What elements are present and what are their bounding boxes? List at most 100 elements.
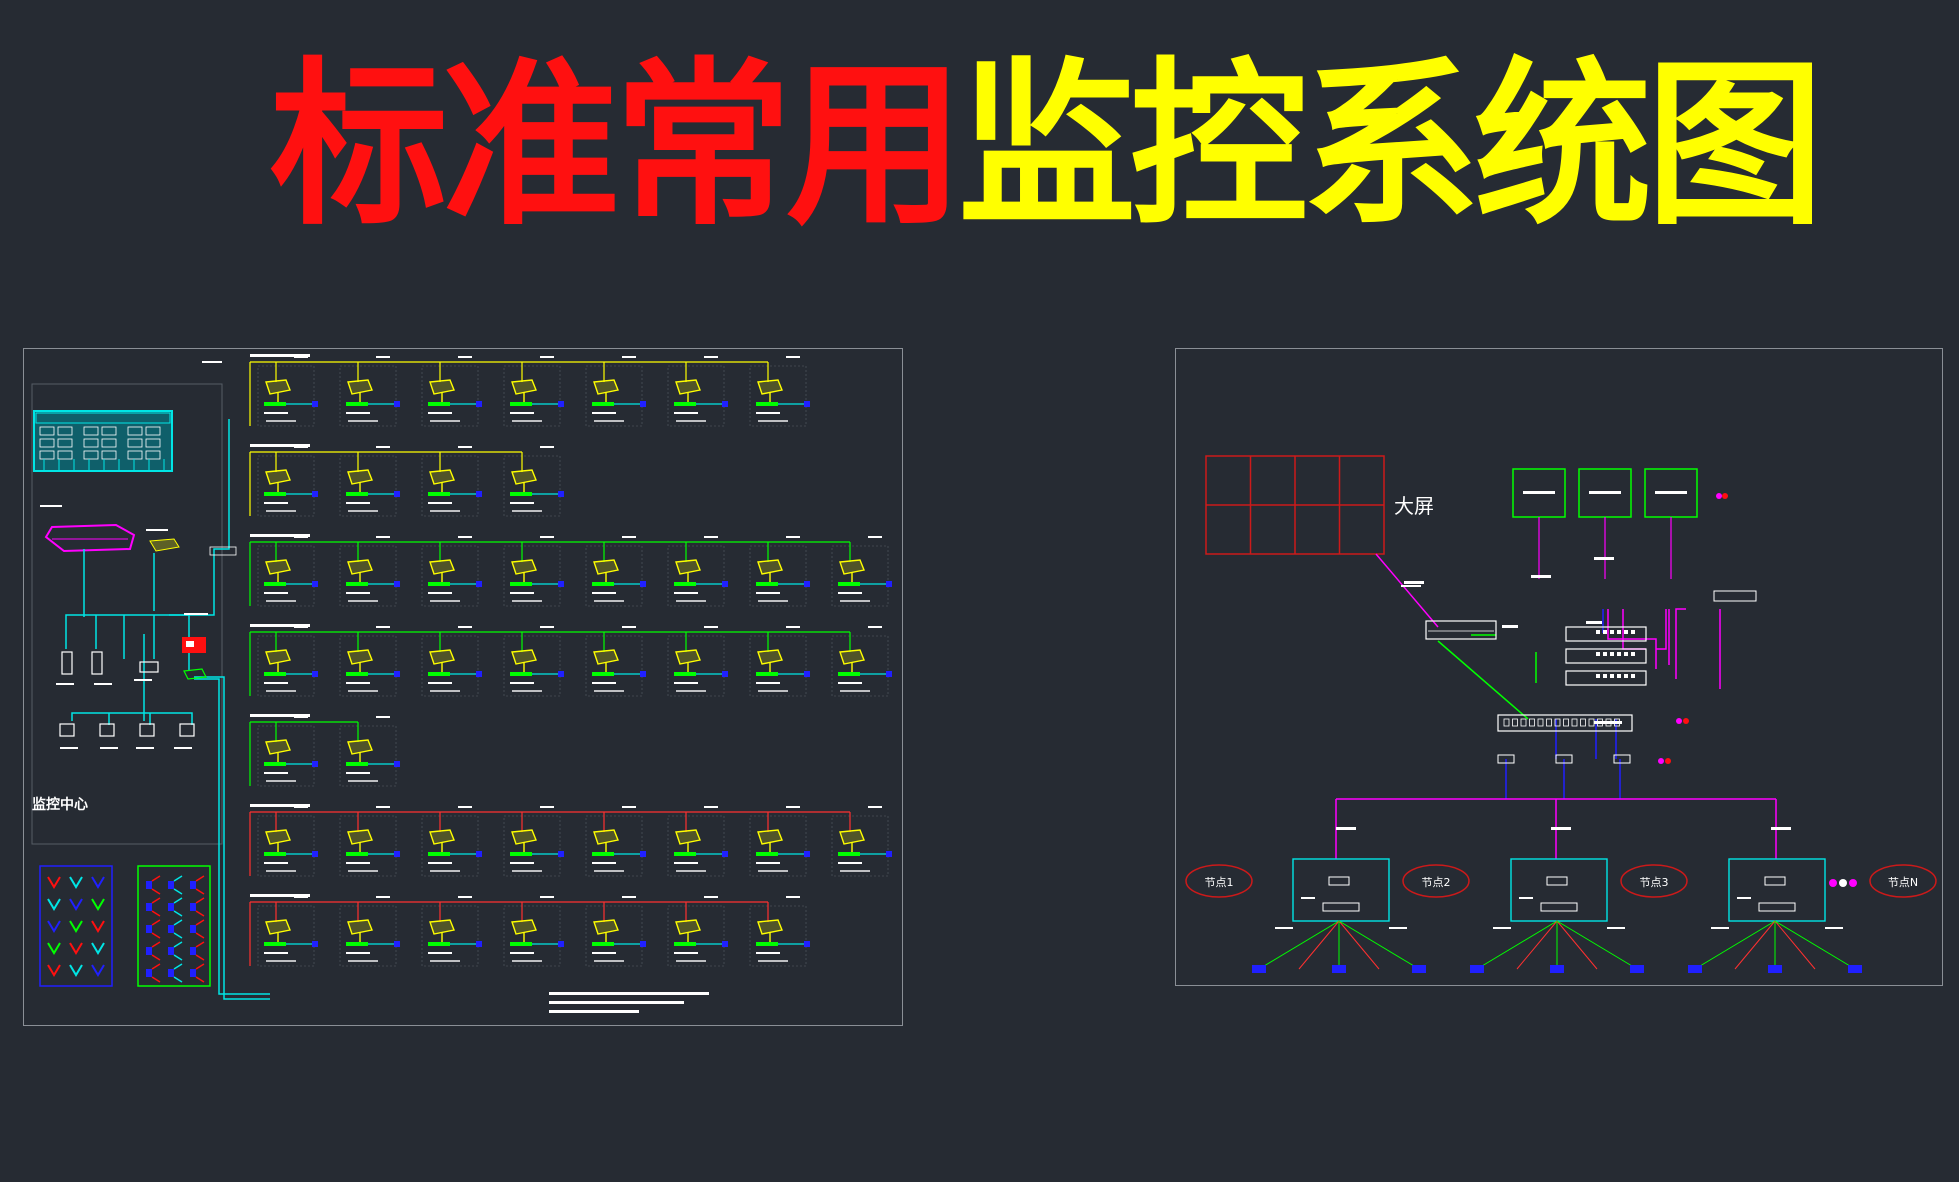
floor-label-bar xyxy=(250,804,310,807)
legend-arrow xyxy=(69,942,83,955)
camera-zone xyxy=(503,365,561,427)
device-port xyxy=(1596,630,1600,634)
camera-id-bar xyxy=(266,600,296,602)
wall-screen xyxy=(145,438,161,448)
legend-arrow xyxy=(173,897,183,917)
camera-id-bar xyxy=(676,420,706,422)
camera-unit xyxy=(339,446,400,517)
camera-icon xyxy=(429,559,455,575)
camera-id-bar xyxy=(594,960,624,962)
node-cabinet xyxy=(1728,858,1826,922)
wall-screen xyxy=(57,450,73,460)
camera-icon xyxy=(347,649,373,665)
camera-connector xyxy=(640,581,646,587)
camera-id-bar xyxy=(676,690,706,692)
camera-connector xyxy=(394,491,400,497)
node-tag xyxy=(1519,897,1533,899)
camera-icon xyxy=(757,649,783,665)
camera-name-bar xyxy=(346,592,370,594)
device-port xyxy=(1596,674,1600,678)
camera-zone xyxy=(585,815,643,877)
camera-name-bar xyxy=(264,862,288,864)
camera-connector xyxy=(558,491,564,497)
camera-tag xyxy=(704,896,718,898)
camera-zone xyxy=(667,545,725,607)
node-camera xyxy=(1848,965,1862,973)
camera-base xyxy=(592,942,614,946)
camera-zone xyxy=(503,815,561,877)
camera-name-bar xyxy=(346,502,370,504)
camera-zone xyxy=(831,635,889,697)
legend-arrow xyxy=(195,897,205,917)
legend-box-1 xyxy=(39,865,113,987)
node-camera-line xyxy=(1298,920,1340,970)
camera-id-bar xyxy=(430,960,460,962)
wall-screen xyxy=(57,438,73,448)
camera-name-bar xyxy=(346,682,370,684)
camera-zone xyxy=(257,545,315,607)
node-cable-tag xyxy=(1607,927,1625,929)
camera-tag xyxy=(458,446,472,448)
decoder-stack xyxy=(1565,626,1647,686)
camera-name-bar xyxy=(428,862,452,864)
camera-name-bar xyxy=(756,682,780,684)
legend-camera xyxy=(168,881,174,889)
camera-zone xyxy=(257,365,315,427)
camera-name-bar xyxy=(756,412,780,414)
camera-unit xyxy=(585,536,646,607)
wall-screen xyxy=(83,438,99,448)
legend-arrow xyxy=(195,963,205,983)
camera-base xyxy=(592,852,614,856)
left-system-diagram: 监控中心 xyxy=(23,348,903,1026)
camera-id-bar xyxy=(594,690,624,692)
legend-arrow xyxy=(195,919,205,939)
camera-base xyxy=(264,582,286,586)
camera-connector xyxy=(394,401,400,407)
camera-base xyxy=(264,852,286,856)
floor-label-bar xyxy=(250,714,310,717)
camera-base xyxy=(428,852,450,856)
camera-connector xyxy=(394,581,400,587)
camera-base xyxy=(674,942,696,946)
camera-zone xyxy=(339,365,397,427)
camera-base xyxy=(756,402,778,406)
camera-unit xyxy=(503,626,564,697)
right-system-diagram: 大屏 xyxy=(1175,348,1943,986)
camera-base xyxy=(346,402,368,406)
camera-connector xyxy=(640,401,646,407)
legend-arrow xyxy=(195,875,205,895)
camera-zone xyxy=(585,365,643,427)
camera-unit xyxy=(257,536,318,607)
legend-arrow xyxy=(91,964,105,977)
camera-icon xyxy=(265,649,291,665)
node-label: 节点1 xyxy=(1205,876,1234,889)
node-n-ellipse xyxy=(1869,864,1937,898)
legend-camera xyxy=(146,947,152,955)
camera-unit xyxy=(339,806,400,877)
camera-name-bar xyxy=(346,412,370,414)
device-port xyxy=(1624,630,1628,634)
camera-unit xyxy=(421,356,482,427)
node-ellipse xyxy=(1620,864,1688,898)
camera-unit xyxy=(585,356,646,427)
switch-port xyxy=(1512,718,1518,727)
camera-id-bar xyxy=(758,870,788,872)
camera-zone xyxy=(585,635,643,697)
camera-name-bar xyxy=(510,952,534,954)
node-camera xyxy=(1688,965,1702,973)
right-label-bars xyxy=(1336,557,1791,830)
camera-base xyxy=(756,672,778,676)
camera-unit xyxy=(503,806,564,877)
camera-unit xyxy=(339,536,400,607)
camera-connector xyxy=(476,851,482,857)
camera-name-bar xyxy=(592,682,616,684)
node-camera-line xyxy=(1338,920,1420,970)
camera-unit xyxy=(749,806,810,877)
camera-tag xyxy=(458,896,472,898)
camera-icon xyxy=(675,379,701,395)
camera-name-bar xyxy=(592,592,616,594)
camera-base xyxy=(838,582,860,586)
camera-unit xyxy=(749,896,810,967)
camera-zone xyxy=(421,905,479,967)
node-camera-line xyxy=(1556,920,1598,970)
